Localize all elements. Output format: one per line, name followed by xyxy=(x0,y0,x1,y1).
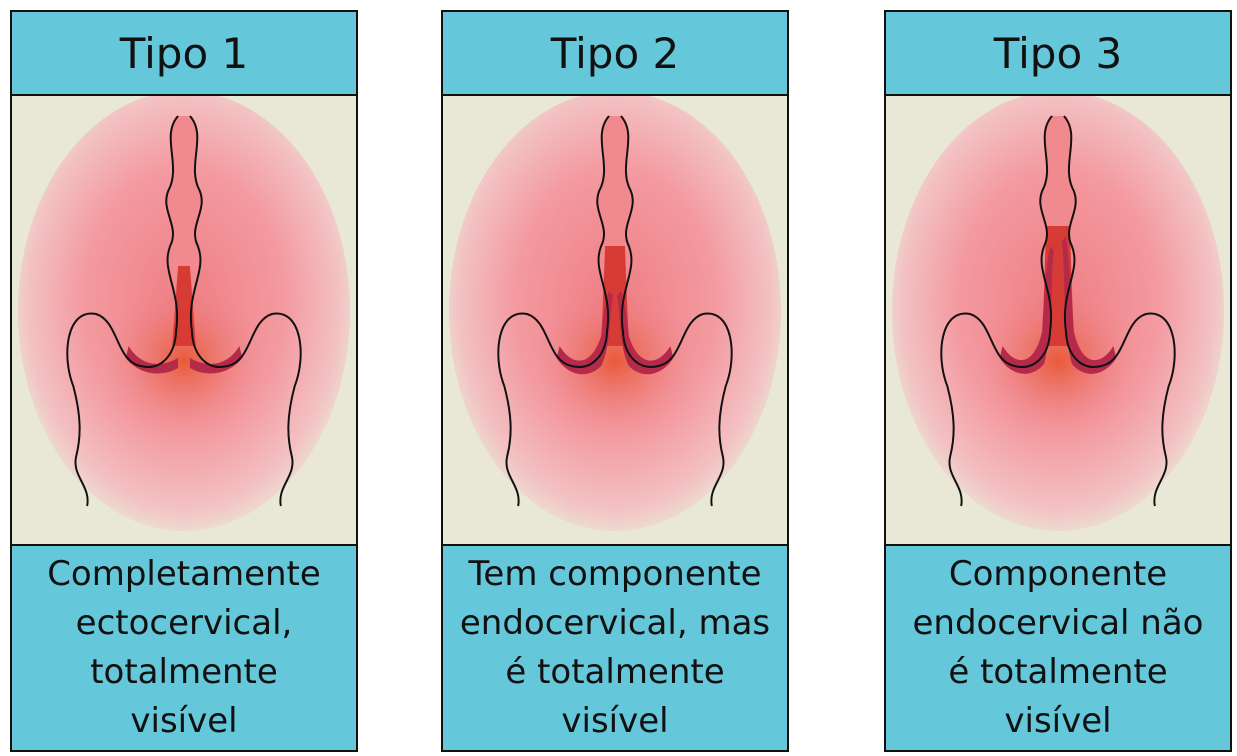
panel-title: Tipo 3 xyxy=(886,12,1230,96)
description-line: Completamente xyxy=(47,554,321,594)
description-line: ectocervical, xyxy=(75,603,293,643)
cervix-outline-right xyxy=(189,115,302,507)
description-line: é totalmente xyxy=(505,652,725,692)
panel-title: Tipo 1 xyxy=(12,12,356,96)
orange-core xyxy=(535,286,695,436)
description-line: Tem componente xyxy=(468,554,762,594)
cervix-outline-left xyxy=(497,115,610,507)
cervix-outline-right xyxy=(620,115,733,507)
lesion-right xyxy=(616,291,674,375)
lesion-left xyxy=(999,246,1055,374)
orange-core xyxy=(104,286,264,436)
cervix-illustration-type-2 xyxy=(443,96,787,544)
panel-type-2: Tipo 2 xyxy=(441,10,789,752)
panel-description: Completamente ectocervical, totalmente v… xyxy=(12,544,356,750)
orange-core xyxy=(978,286,1138,436)
description-line: visível xyxy=(130,701,238,741)
panel-description: Tem componente endocervical, mas é total… xyxy=(443,544,787,750)
panel-type-3: Tipo 3 xyxy=(884,10,1232,752)
cervix-diagram-type-1 xyxy=(12,96,356,544)
cervix-illustration-type-3 xyxy=(886,96,1230,544)
cervix-diagram-type-3 xyxy=(886,96,1230,544)
cervix-outline-right xyxy=(1063,115,1176,507)
endocervical-canal xyxy=(166,116,202,311)
description-line: endocervical, mas xyxy=(459,603,771,643)
description-line: visível xyxy=(1004,701,1112,741)
description-line: totalmente xyxy=(90,652,278,692)
lesion-left xyxy=(556,291,614,375)
cervix-illustration-type-1 xyxy=(12,96,356,544)
description-line: é totalmente xyxy=(948,652,1168,692)
panel-type-1: Tipo 1 xyxy=(10,10,358,752)
panel-title: Tipo 2 xyxy=(443,12,787,96)
description-line: endocervical não xyxy=(912,603,1204,643)
cervix-diagram-type-2 xyxy=(443,96,787,544)
panel-description: Componente endocervical não é totalmente… xyxy=(886,544,1230,750)
canal-red xyxy=(172,266,196,346)
description-line: visível xyxy=(561,701,669,741)
description-line: Componente xyxy=(948,554,1168,594)
cervix-outline-left xyxy=(940,115,1053,507)
cervix-outline-left xyxy=(66,115,179,507)
lesion-right xyxy=(1061,236,1117,374)
